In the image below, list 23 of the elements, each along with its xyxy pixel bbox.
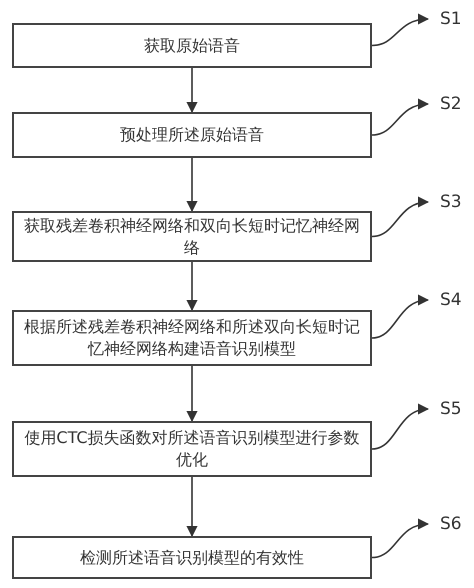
step-label: S4 xyxy=(440,290,462,310)
step-label: S3 xyxy=(440,192,462,212)
process-box: 预处理所述原始语音 xyxy=(12,112,372,158)
arrow xyxy=(186,477,198,538)
arrow xyxy=(186,366,198,422)
process-box: 获取原始语音 xyxy=(12,23,372,68)
leader-arrow xyxy=(372,404,430,450)
leader-arrow xyxy=(372,197,430,238)
leader-arrow xyxy=(372,519,430,558)
step-label: S2 xyxy=(440,94,462,114)
process-box: 获取残差卷积神经网络和双向长短时记忆神经网络 xyxy=(12,211,372,262)
leader-arrow xyxy=(372,295,430,339)
step-label: S5 xyxy=(440,399,462,419)
step-label: S1 xyxy=(440,9,462,29)
arrow xyxy=(186,158,198,212)
step-label: S6 xyxy=(440,514,462,534)
arrow xyxy=(186,68,198,114)
process-box: 检测所述语音识别模型的有效性 xyxy=(12,536,372,579)
process-box: 使用CTC损失函数对所述语音识别模型进行参数优化 xyxy=(12,421,372,477)
leader-arrow xyxy=(372,99,430,136)
leader-arrow xyxy=(372,14,430,46)
process-box: 根据所述残差卷积神经网络和所述双向长短时记忆神经网络构建语音识别模型 xyxy=(12,310,372,366)
arrow xyxy=(186,262,198,312)
